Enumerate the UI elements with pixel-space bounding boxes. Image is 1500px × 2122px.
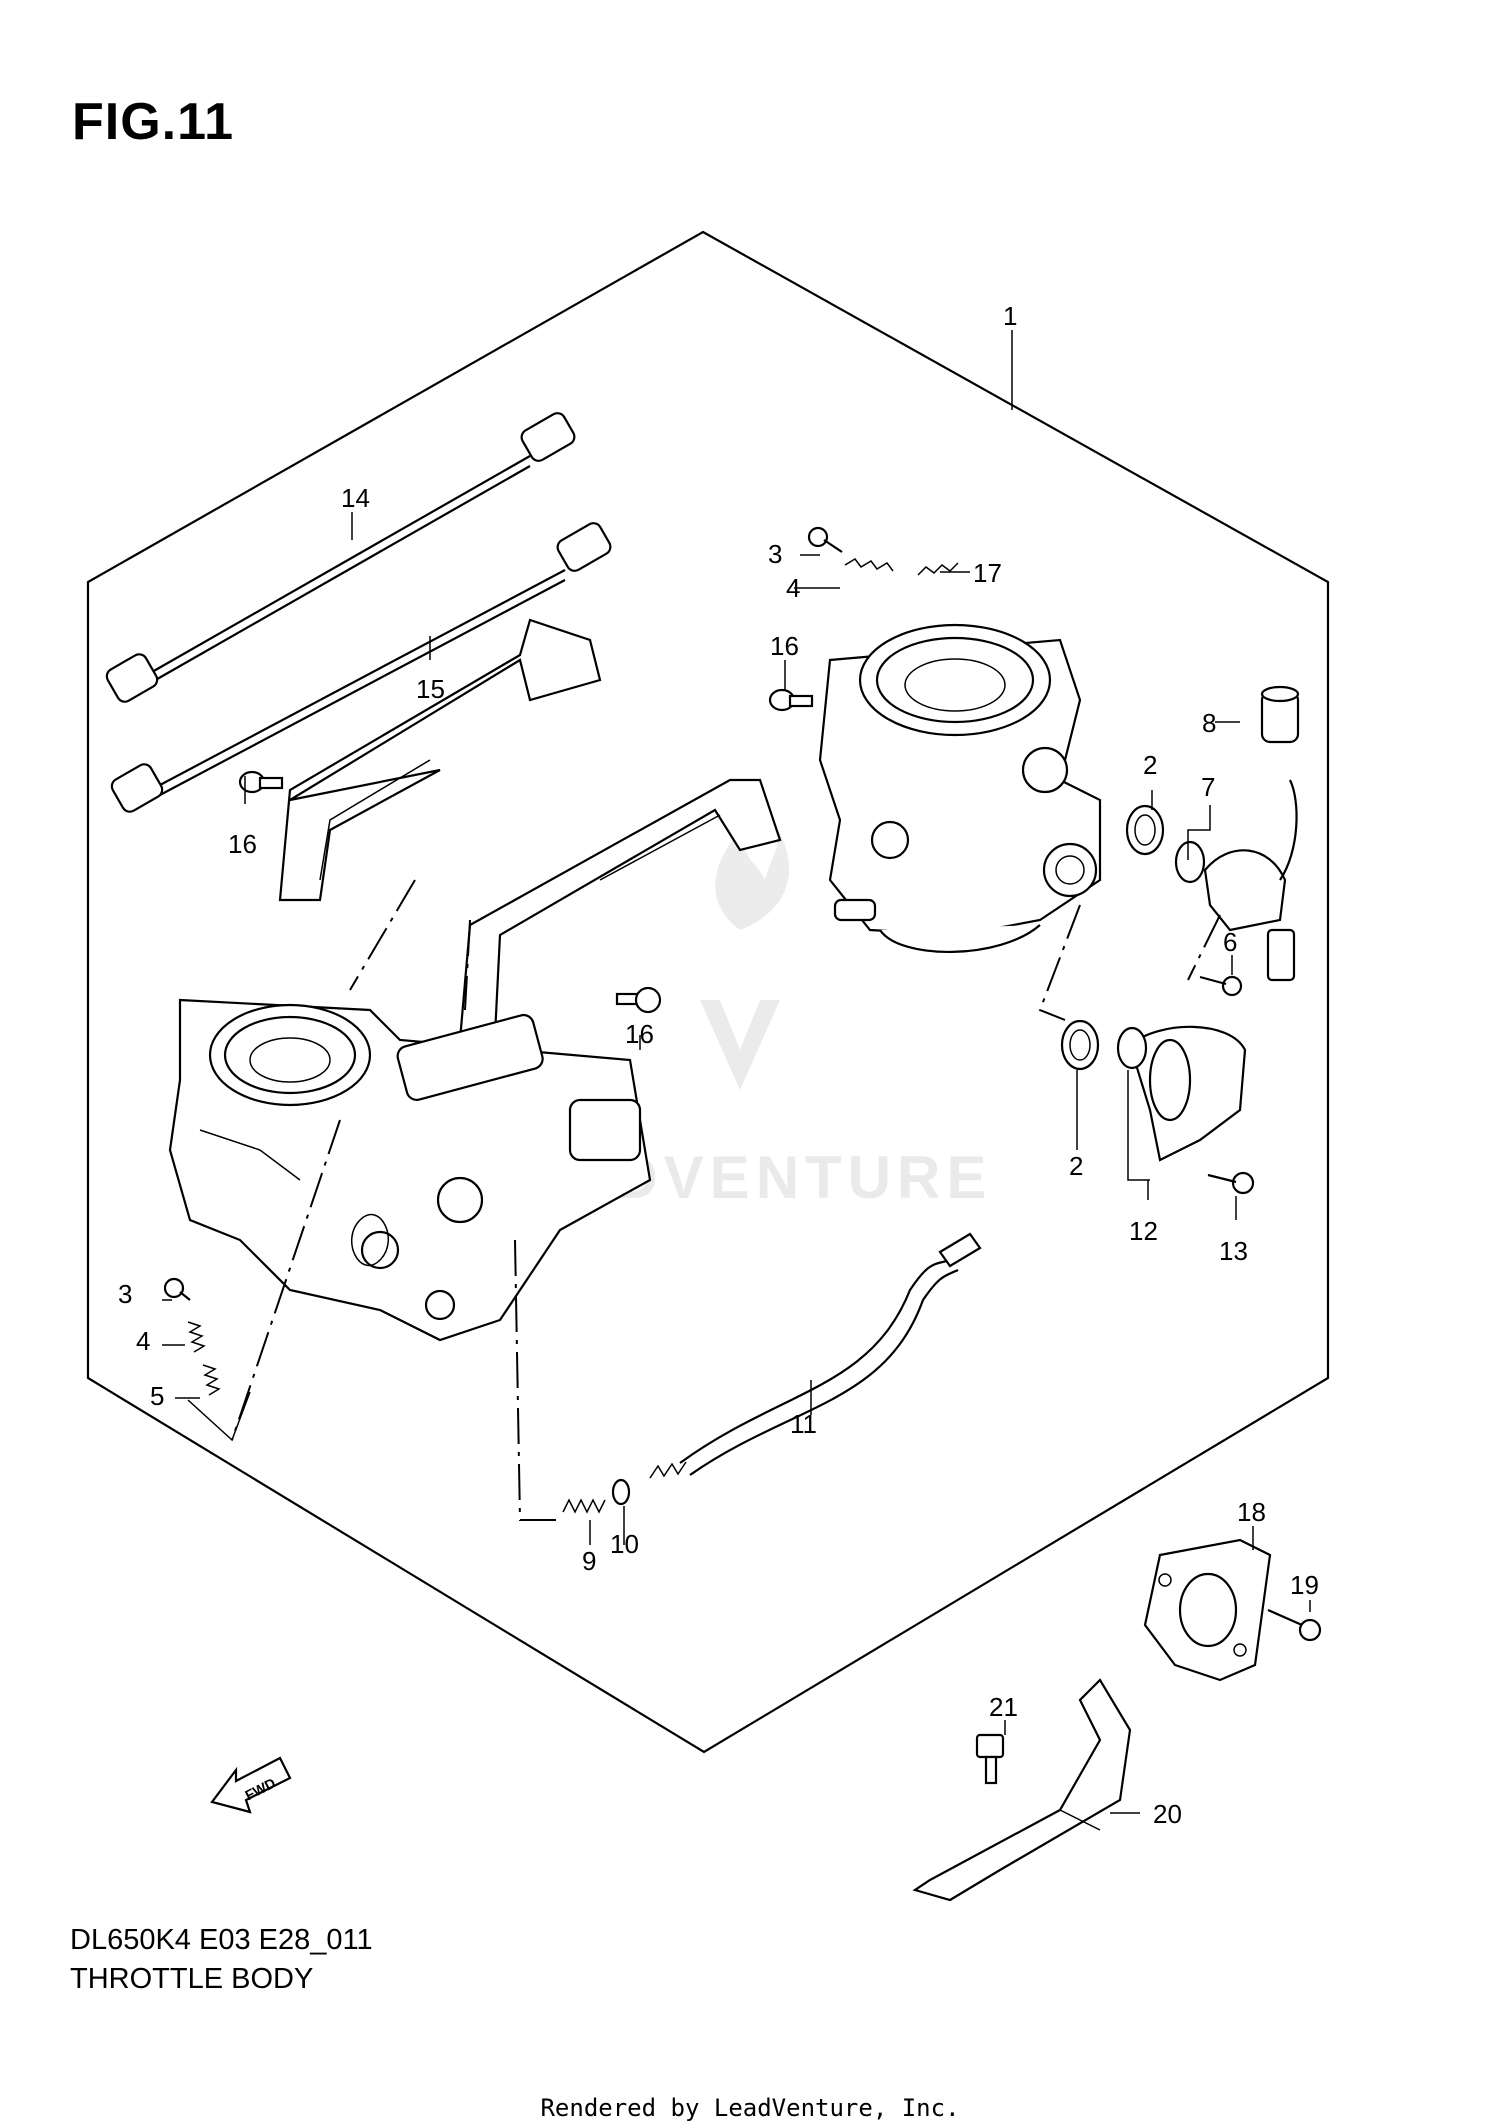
callout-8: 8 [1202, 708, 1216, 738]
screw-3-lower [163, 1277, 191, 1301]
callout-12: 12 [1129, 1216, 1158, 1246]
screw-13 [1207, 1171, 1255, 1195]
sensor-7 [1203, 779, 1298, 982]
callout-16-upper: 16 [770, 631, 799, 661]
centerlines [231, 879, 1221, 1521]
callout-5: 5 [150, 1381, 164, 1411]
mounting-bracket-upper [278, 618, 602, 902]
kit-boundary-outline [86, 230, 1330, 1754]
model-code: DL650K4 E03 E28_011 [70, 1924, 373, 1956]
callout-19: 19 [1290, 1570, 1319, 1600]
callout-4-upper: 4 [786, 573, 800, 603]
sensor-12 [1128, 1025, 1247, 1162]
callout-18: 18 [1237, 1497, 1266, 1527]
throttle-body-left [168, 998, 652, 1342]
callout-9: 9 [582, 1546, 596, 1576]
section-name: THROTTLE BODY [70, 1963, 314, 1995]
callout-labels: 1 14 15 16 16 16 3 4 17 8 2 7 6 2 12 13 … [118, 301, 1319, 1829]
clamp-2-upper [1125, 804, 1165, 856]
figure-title: FIG.11 [72, 93, 235, 151]
spring-17 [917, 562, 959, 576]
callout-6: 6 [1223, 927, 1237, 957]
callout-21: 21 [989, 1692, 1018, 1722]
callout-1: 1 [1003, 301, 1017, 331]
bolt-16-center [615, 986, 662, 1014]
fwd-arrow-icon: FWD [210, 1756, 292, 1814]
washer-10 [611, 1478, 631, 1506]
spring-4-upper [844, 558, 894, 572]
callout-3-lower: 3 [118, 1279, 132, 1309]
o-ring-upper [1174, 840, 1206, 884]
spring-5 [202, 1364, 221, 1396]
o-ring-lower [1116, 1026, 1148, 1070]
callout-20: 20 [1153, 1799, 1182, 1829]
render-credit: Rendered by LeadVenture, Inc. [540, 2094, 960, 2122]
throttle-body-right [818, 623, 1102, 953]
spring-4-lower [187, 1321, 206, 1353]
callout-15: 15 [416, 674, 445, 704]
screw-3-upper [807, 526, 843, 553]
gasket-18 [1143, 1538, 1272, 1682]
callout-16-center: 16 [625, 1019, 654, 1049]
linkage-rod-14 [105, 412, 576, 703]
bolt-21 [975, 1733, 1005, 1785]
callout-11: 11 [790, 1409, 817, 1439]
callout-3-upper: 3 [768, 539, 782, 569]
callout-2-upper: 2 [1143, 750, 1157, 780]
callout-4-lower: 4 [136, 1326, 150, 1356]
spring-9 [562, 1498, 606, 1514]
callout-17: 17 [973, 558, 1002, 588]
bolt-19 [1267, 1608, 1322, 1642]
hose-11 [649, 1232, 982, 1479]
callout-13: 13 [1219, 1236, 1248, 1266]
screw-6 [1199, 975, 1243, 997]
stay-20 [912, 1678, 1132, 1902]
cap-8 [1260, 685, 1300, 744]
bolt-16-upper [768, 688, 814, 712]
callout-7: 7 [1201, 772, 1215, 802]
linkage-rod-15 [110, 522, 612, 813]
clamp-2-lower [1060, 1019, 1100, 1071]
bolt-16-left [238, 770, 284, 794]
callout-14: 14 [341, 483, 370, 513]
callout-16-left: 16 [228, 829, 257, 859]
callout-2-lower: 2 [1069, 1151, 1083, 1181]
callout-10: 10 [610, 1529, 639, 1559]
